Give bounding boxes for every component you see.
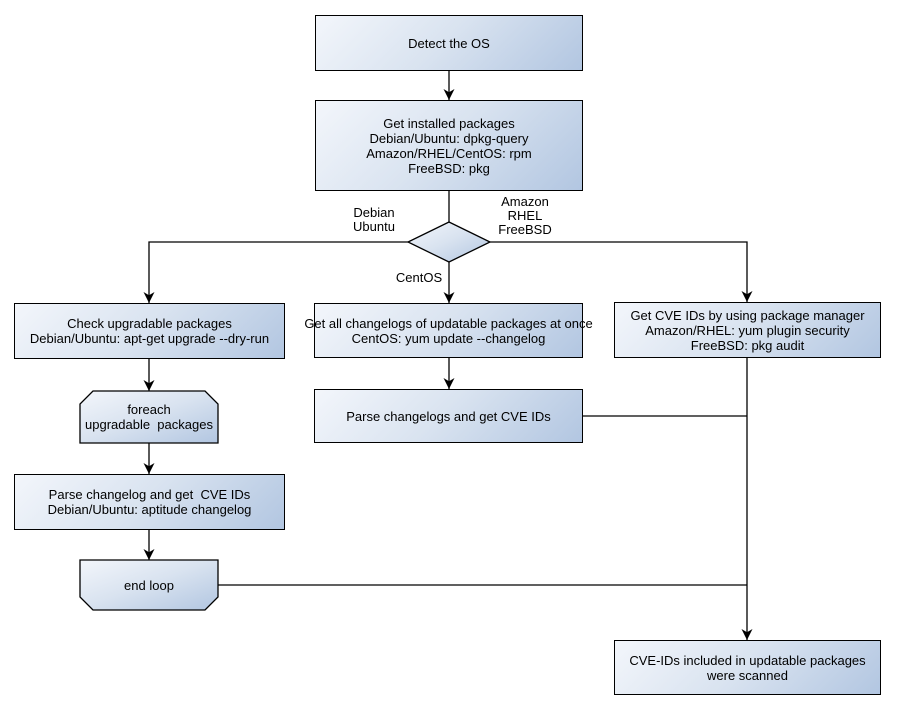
node-get-installed-packages: Get installed packages Debian/Ubuntu: dp…	[315, 100, 583, 191]
node-parse-changelogs-get-cve: Parse changelogs and get CVE IDs	[314, 389, 583, 443]
node-cve-ids-scanned: CVE-IDs included in updatable packages w…	[614, 640, 881, 695]
node-get-cve-ids-package-manager: Get CVE IDs by using package manager Ama…	[614, 302, 881, 358]
node-get-all-changelogs: Get all changelogs of updatable packages…	[304, 303, 593, 358]
branch-label-centos: CentOS	[395, 270, 443, 285]
node-check-upgradable-packages: Check upgradable packages Debian/Ubuntu:…	[14, 303, 285, 359]
node-parse-changelog-aptitude: Parse changelog and get CVE IDs Debian/U…	[14, 474, 285, 530]
end-loop-label: end loop	[124, 577, 174, 593]
branch-label-debian-ubuntu: Debian Ubuntu	[353, 205, 395, 234]
edge-decision-to-get-cve	[490, 241, 753, 302]
decision-diamond	[406, 221, 492, 263]
end-loop-shape	[79, 559, 219, 611]
branch-label-amazon-rhel-freebsd: Amazon RHEL FreeBSD	[498, 194, 552, 237]
foreach-loop-shape	[79, 390, 219, 444]
edge-decision-to-check-upgradable	[143, 241, 408, 303]
node-detect-os: Detect the OS	[315, 15, 583, 71]
foreach-loop-label: foreach upgradable packages	[85, 402, 213, 432]
